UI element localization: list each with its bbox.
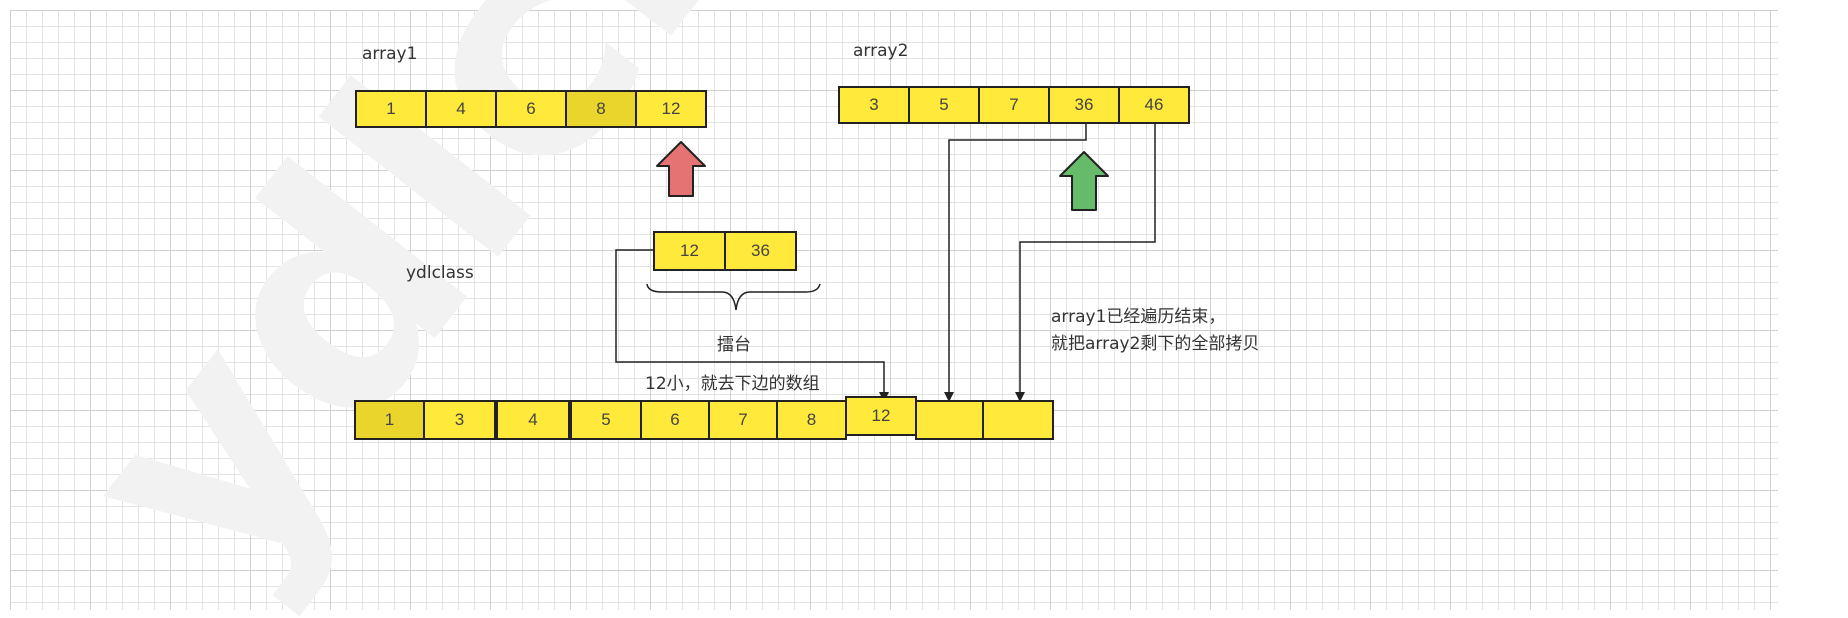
connector-36-to-merged: [944, 124, 1087, 402]
ydlclass-label: ydlclass: [406, 263, 474, 283]
array2-cell: 5: [908, 86, 980, 124]
connector-arena-to-merged: [615, 249, 889, 402]
arena-cell: 12: [653, 231, 726, 271]
array1-cell: 6: [495, 90, 567, 128]
array2-cell: 36: [1048, 86, 1120, 124]
array1-row: 1 4 6 8 12: [355, 90, 707, 128]
merged-cell: [982, 400, 1054, 440]
merged-cell: 8: [776, 400, 847, 440]
green-pointer-arrow: [1059, 151, 1109, 211]
array1-cell: 1: [355, 90, 427, 128]
arena-row: 12 36: [653, 231, 797, 271]
merged-cell: 7: [708, 400, 778, 440]
array2-label: array2: [853, 41, 909, 61]
red-pointer-arrow: [656, 141, 706, 197]
merged-cell: 12: [845, 396, 917, 436]
arena-brace: [646, 283, 821, 311]
array1-cell: 12: [635, 90, 707, 128]
merged-cell: 4: [494, 400, 570, 440]
array1-label: array1: [362, 44, 418, 64]
merged-cell: 5: [568, 400, 642, 440]
array1-cell: 8: [565, 90, 637, 128]
arena-cell: 36: [724, 231, 797, 271]
merged-cell: 1: [354, 400, 425, 440]
merged-cell: 6: [640, 400, 710, 440]
arena-label: 擂台: [717, 335, 751, 355]
array2-cell: 3: [838, 86, 910, 124]
array1-cell: 4: [425, 90, 497, 128]
array2-cell: 46: [1118, 86, 1190, 124]
connector-46-to-merged: [1015, 124, 1156, 402]
note-12-smaller: 12小，就去下边的数组: [645, 374, 820, 394]
merged-cell: 3: [423, 400, 496, 440]
merged-row: 1 3 4 5 6 7 8 12: [354, 396, 1054, 440]
note-copy-line2: 就把array2剩下的全部拷贝: [1051, 334, 1260, 354]
note-copy-remaining: array1已经遍历结束， 就把array2剩下的全部拷贝: [1051, 304, 1259, 358]
merged-cell: [915, 400, 984, 440]
array2-cell: 7: [978, 86, 1050, 124]
array2-row: 3 5 7 36 46: [838, 86, 1190, 124]
note-copy-line1: array1已经遍历结束，: [1051, 307, 1226, 327]
